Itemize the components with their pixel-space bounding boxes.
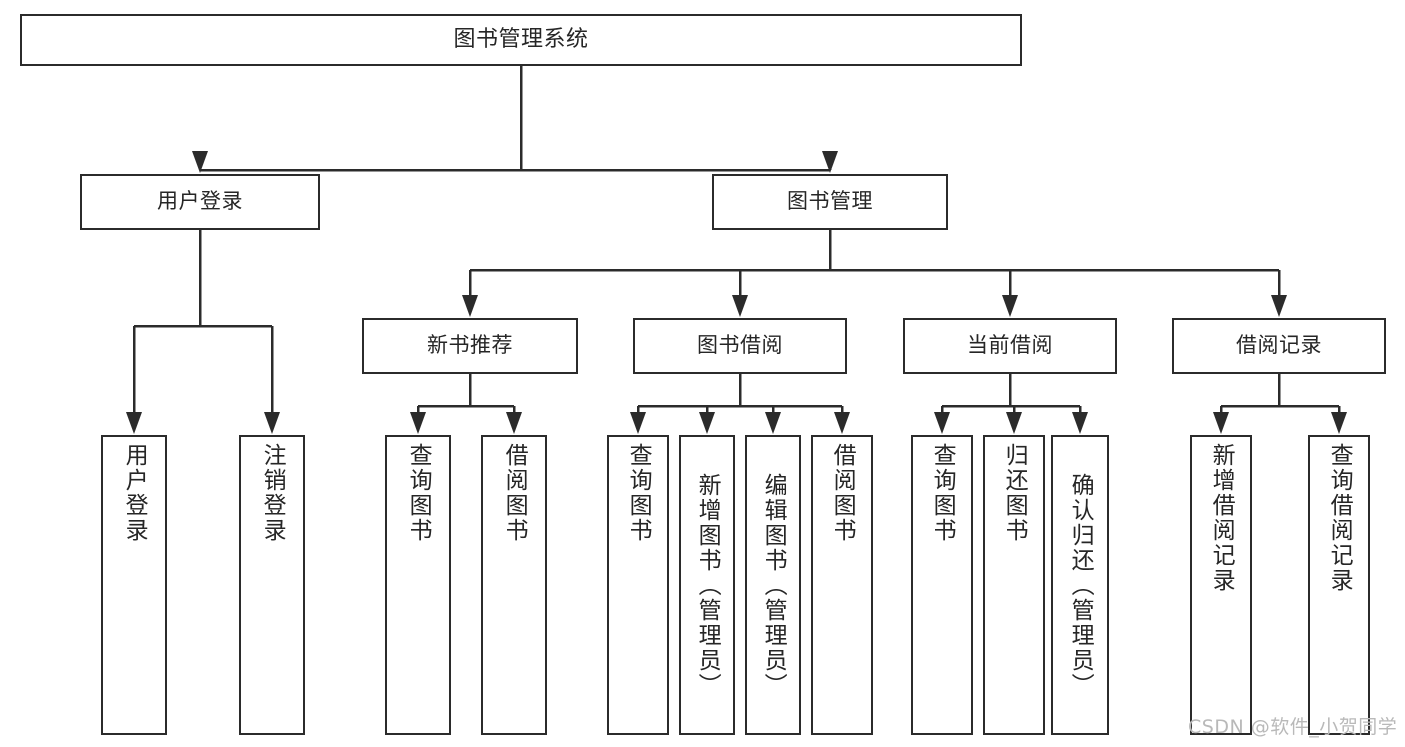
node-borrow-record[interactable]: 借阅记录 (1172, 318, 1386, 374)
node-label: 用户登录 (121, 443, 148, 543)
leaf-query-book-borrow[interactable]: 查询图书 (607, 435, 669, 735)
node-label: 当前借阅 (967, 333, 1053, 358)
node-label: 确认归还（管理员） (1067, 472, 1094, 698)
leaf-add-borrow-record[interactable]: 新增借阅记录 (1190, 435, 1252, 735)
node-label: 新书推荐 (427, 333, 513, 358)
node-new-book-recommend[interactable]: 新书推荐 (362, 318, 578, 374)
node-label: 新增图书（管理员） (694, 472, 721, 698)
node-book-manage[interactable]: 图书管理 (712, 174, 948, 230)
leaf-query-borrow-record[interactable]: 查询借阅记录 (1308, 435, 1370, 735)
node-label: 借阅图书 (501, 443, 528, 543)
leaf-add-book-admin[interactable]: 新增图书（管理员） (679, 435, 735, 735)
node-label: 查询图书 (405, 443, 432, 543)
node-root[interactable]: 图书管理系统 (20, 14, 1022, 66)
leaf-query-book-current[interactable]: 查询图书 (911, 435, 973, 735)
leaf-edit-book-admin[interactable]: 编辑图书（管理员） (745, 435, 801, 735)
leaf-confirm-return-admin[interactable]: 确认归还（管理员） (1051, 435, 1109, 735)
leaf-borrow-book-borrow[interactable]: 借阅图书 (811, 435, 873, 735)
node-label: 注销登录 (259, 443, 286, 543)
node-label: 查询图书 (929, 443, 956, 543)
node-label: 图书管理 (787, 189, 873, 214)
leaf-user-login[interactable]: 用户登录 (101, 435, 167, 735)
node-book-borrow[interactable]: 图书借阅 (633, 318, 847, 374)
node-label: 查询图书 (625, 443, 652, 543)
watermark: CSDN @软件_小贺同学 (1188, 716, 1398, 738)
node-label: 借阅图书 (829, 443, 856, 543)
node-label: 查询借阅记录 (1326, 443, 1353, 593)
node-label: 用户登录 (157, 189, 243, 214)
leaf-borrow-book-recommend[interactable]: 借阅图书 (481, 435, 547, 735)
leaf-query-book-recommend[interactable]: 查询图书 (385, 435, 451, 735)
node-label: 图书借阅 (697, 333, 783, 358)
node-label: 归还图书 (1001, 443, 1028, 543)
node-label: 图书管理系统 (453, 26, 589, 52)
leaf-return-book[interactable]: 归还图书 (983, 435, 1045, 735)
node-current-borrow[interactable]: 当前借阅 (903, 318, 1117, 374)
node-label: 编辑图书（管理员） (760, 472, 787, 698)
leaf-user-logout[interactable]: 注销登录 (239, 435, 305, 735)
node-label: 新增借阅记录 (1208, 443, 1235, 593)
node-label: 借阅记录 (1236, 333, 1322, 358)
node-user-login[interactable]: 用户登录 (80, 174, 320, 230)
